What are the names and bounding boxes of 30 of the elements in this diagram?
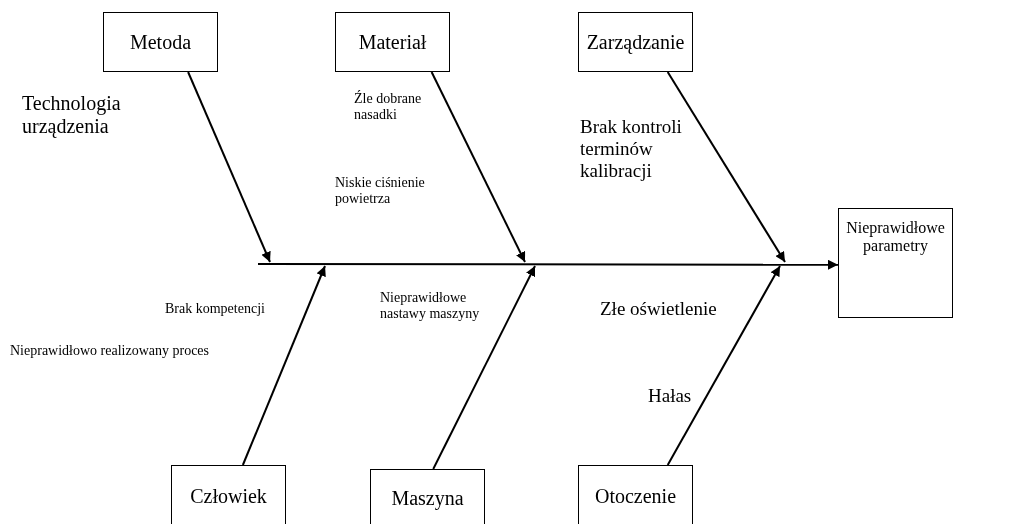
category-box: [838, 208, 953, 318]
category-box: [335, 12, 450, 72]
category-box: [578, 465, 693, 524]
bone-arrow: [430, 71, 526, 263]
bone-arrow: [187, 71, 271, 263]
category-box: [103, 12, 218, 72]
cause-label: Nieprawidłowe nastawy maszyny: [380, 290, 480, 323]
box-label: Zarządzanie: [586, 30, 685, 54]
box-label: Nieprawidłowe parametry: [845, 219, 946, 255]
cause-label: Nieprawidłowo realizowany proces: [10, 343, 211, 360]
spine-arrow: [257, 259, 839, 270]
bone-arrow: [432, 265, 536, 470]
bone-arrow: [666, 71, 786, 263]
cause-label: Złe oświetlenie: [600, 298, 718, 320]
cause-label: Hałas: [648, 385, 693, 407]
cause-label: Źle dobrane nasadki: [354, 91, 423, 124]
bone-arrow: [241, 265, 326, 466]
cause-label: Niskie ciśnienie powietrza: [335, 175, 426, 208]
bone-arrow: [666, 265, 781, 466]
cause-label: Technologia urządzenia: [22, 92, 122, 138]
cause-label: Brak kompetencji: [165, 301, 266, 318]
category-box: [578, 12, 693, 72]
category-box: [370, 469, 485, 524]
box-label: Metoda: [129, 30, 192, 54]
box-label: Maszyna: [391, 486, 464, 510]
box-label: Człowiek: [190, 484, 267, 508]
box-label: Otoczenie: [594, 484, 677, 508]
box-label: Materiał: [358, 30, 427, 54]
cause-label: Brak kontroli terminów kalibracji: [580, 116, 683, 182]
category-box: [171, 465, 286, 524]
